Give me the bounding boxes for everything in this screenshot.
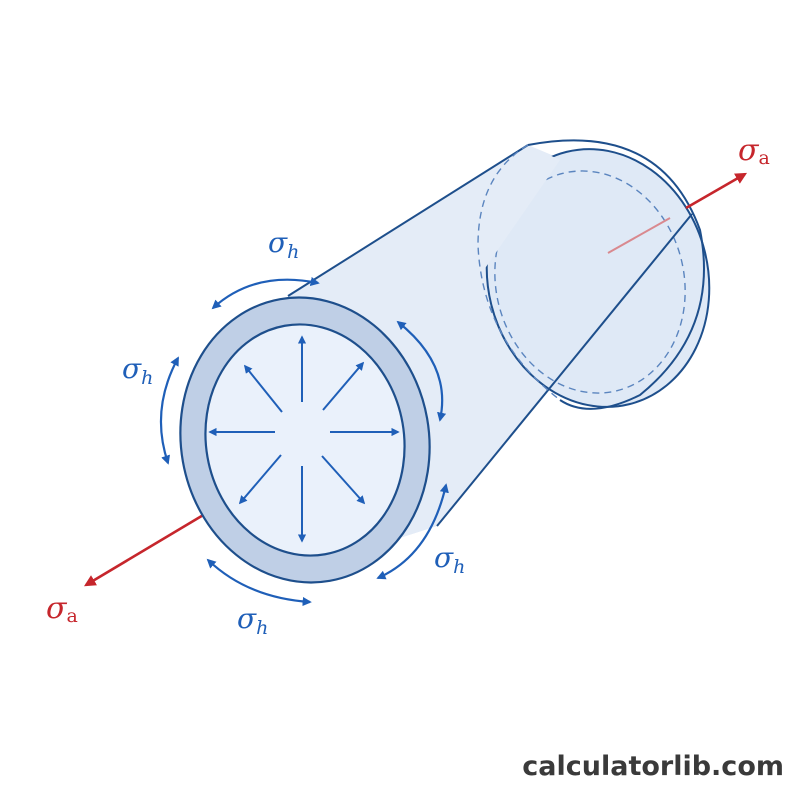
hoop-arrow-top — [211, 276, 320, 310]
hoop-stress-label-top: σh — [268, 226, 299, 263]
radial-arrow-downleft — [238, 454, 282, 505]
axial-centerline — [607, 217, 671, 254]
hoop-stress-label-right: σh — [434, 541, 465, 578]
cylinder-top-edge — [287, 144, 529, 297]
pipe-bore — [204, 323, 406, 557]
radial-arrow-downright — [321, 455, 366, 505]
site-watermark: calculatorlib.com — [522, 751, 784, 782]
axial-arrow-right — [685, 172, 748, 210]
cylinder-far-end-inner — [494, 170, 686, 394]
radial-pressure-arrows — [208, 335, 400, 543]
radial-arrow-upright — [322, 361, 365, 411]
axial-stress-label-left: σa — [46, 591, 78, 627]
hoop-arrow-bottom — [206, 558, 312, 607]
hoop-arrow-bottom-right — [376, 483, 449, 580]
hoop-stress-arrows — [159, 276, 449, 607]
hoop-arrow-right — [396, 320, 447, 422]
axial-stress-label-right: σa — [738, 133, 770, 169]
cylinder-far-end — [485, 148, 711, 408]
axial-arrow-left — [83, 512, 206, 587]
cylinder-bottom-edge — [436, 213, 693, 527]
cylinder-far-end-outline — [527, 139, 705, 410]
hoop-stress-label-left: σh — [122, 352, 153, 389]
hoop-arrow-left — [159, 356, 179, 465]
radial-arrow-upleft — [243, 364, 283, 413]
cylinder-hidden-edge — [477, 144, 561, 401]
hoop-stress-label-bottom: σh — [237, 602, 268, 639]
